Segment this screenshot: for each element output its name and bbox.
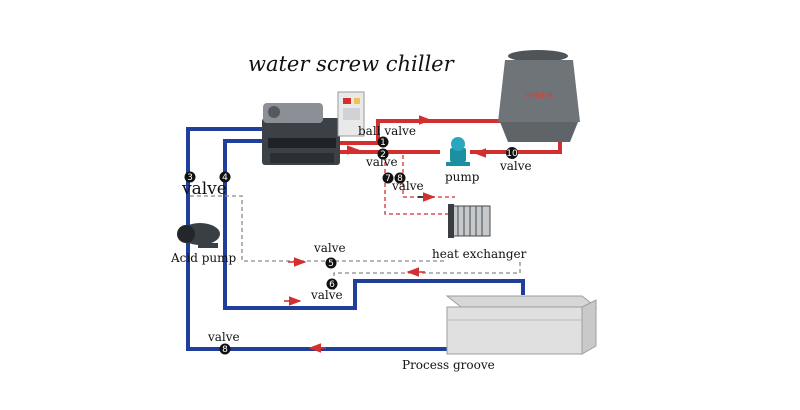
svg-text:10: 10 [506, 149, 518, 159]
label-ball-valve: ball valve [358, 124, 416, 138]
cooling-tower: 冷却水塔 [498, 50, 580, 142]
marker-8-bottom: 8 [219, 343, 231, 355]
label-valve-10: valve [499, 159, 532, 173]
svg-text:4: 4 [222, 173, 228, 183]
marker-1: 1 [377, 136, 389, 148]
pipe-chiller-to-tower [330, 119, 505, 145]
label-valve-5: valve [313, 241, 346, 255]
dashed-process-line [333, 262, 521, 290]
marker-7: 7 [382, 172, 394, 184]
tower-sign: 冷却水塔 [525, 91, 553, 100]
svg-text:5: 5 [328, 259, 334, 269]
flow-arrows [284, 115, 495, 353]
svg-text:3: 3 [187, 173, 193, 183]
label-valve-2: valve [365, 155, 398, 169]
dashed-acid-loop [190, 195, 445, 262]
svg-text:6: 6 [329, 280, 335, 290]
label-valve-6: valve [310, 288, 343, 302]
label-valve-78: valve [391, 179, 424, 193]
marker-3: 3 [184, 171, 196, 183]
diagram-title: water screw chiller [248, 52, 456, 76]
label-valve-8: valve [207, 330, 240, 344]
svg-text:7: 7 [385, 174, 391, 184]
acid-pump [177, 223, 220, 248]
label-process-groove: Process groove [402, 358, 495, 372]
svg-text:8: 8 [397, 174, 403, 184]
heat-exchanger [448, 204, 491, 238]
marker-5: 5 [325, 257, 337, 269]
water-screw-chiller [262, 91, 365, 165]
label-valve-3: valve [181, 179, 227, 199]
label-acid-pump: Acid pump [170, 251, 237, 265]
marker-10: 10 [506, 147, 518, 159]
marker-6: 6 [326, 278, 338, 290]
marker-4: 4 [219, 171, 231, 183]
marker-2: 2 [377, 148, 389, 160]
process-groove-tank [445, 295, 598, 355]
marker-8-top: 8 [394, 172, 406, 184]
svg-text:1: 1 [380, 138, 386, 148]
pump [446, 137, 470, 166]
pipe-inner-loop [223, 139, 525, 310]
dashed-exchanger-in [384, 155, 460, 215]
svg-text:8: 8 [222, 345, 228, 355]
svg-text:2: 2 [380, 150, 386, 160]
label-heat-exchanger: heat exchanger [432, 247, 527, 261]
label-pump: pump [445, 170, 480, 184]
